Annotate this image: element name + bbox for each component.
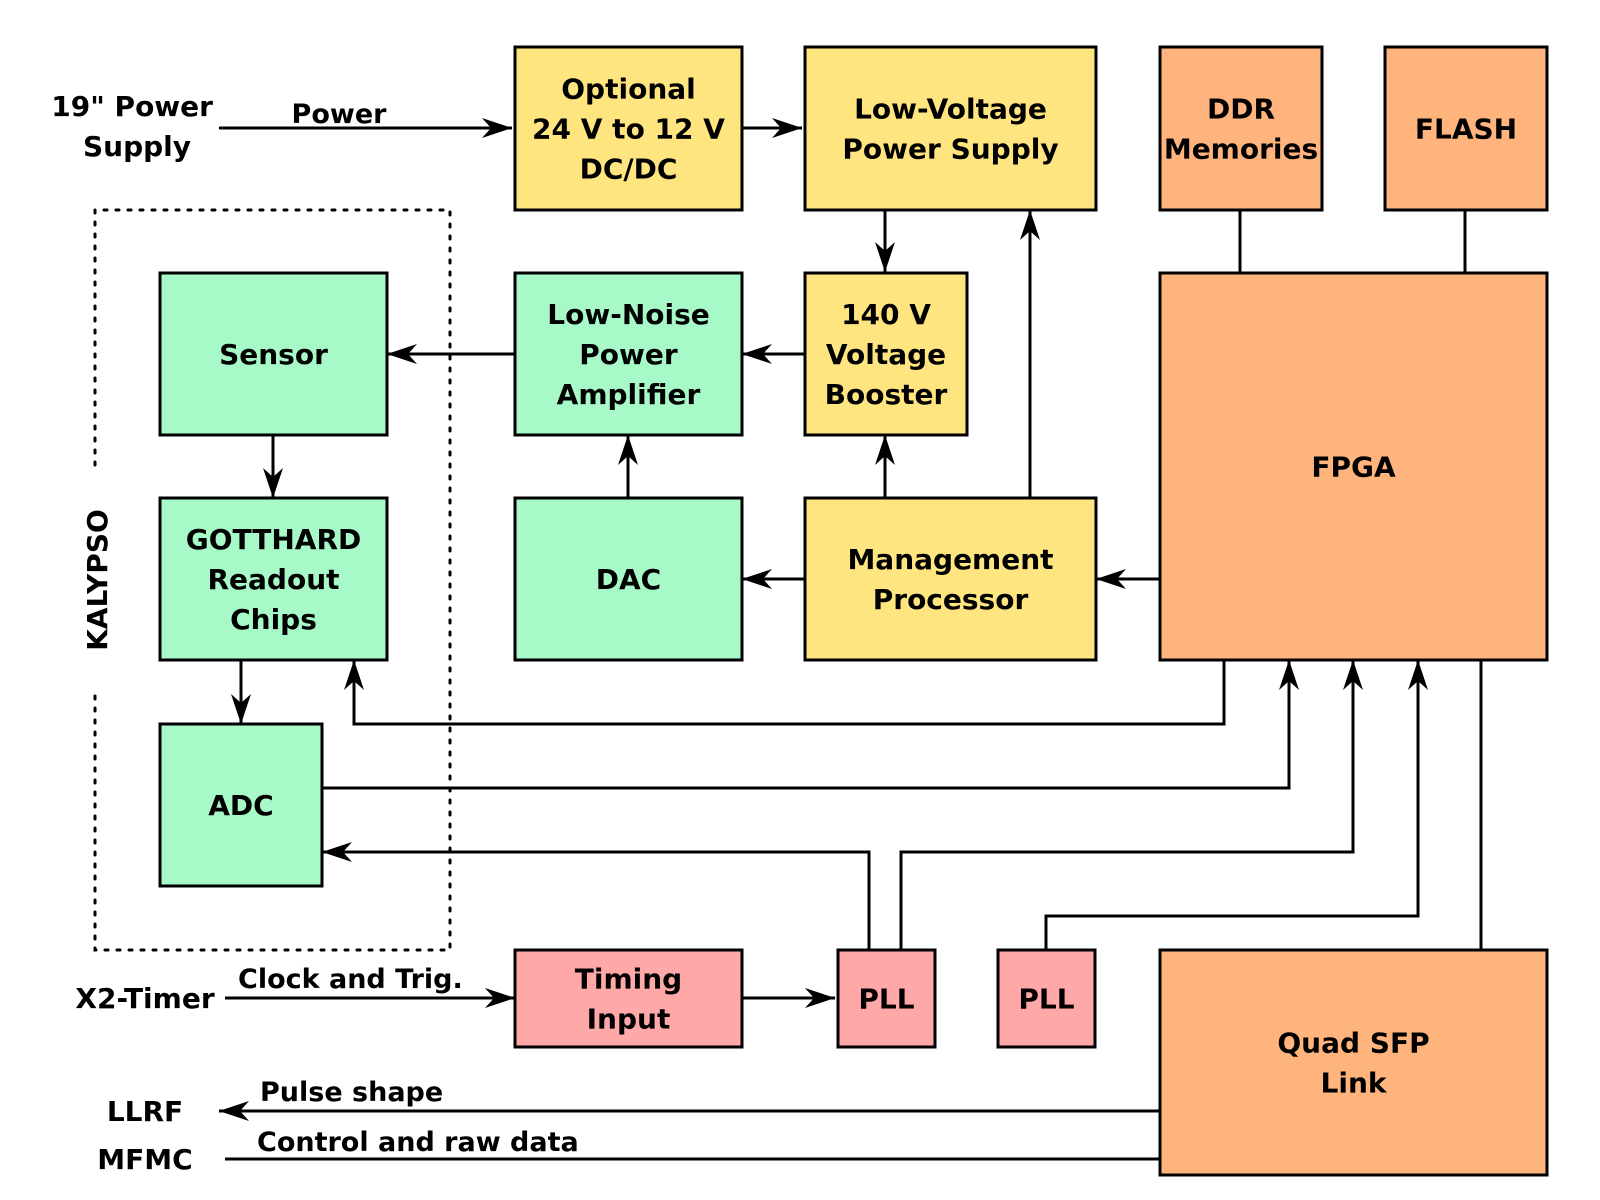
dcdc-converter-block-label-line: DC/DC	[580, 153, 678, 186]
voltage-booster-block-label-line: 140 V	[841, 298, 931, 331]
quad-sfp-link-block-box	[1158, 948, 1549, 1177]
llrf-label: LLRF	[107, 1095, 183, 1128]
ddr-memories-block-box	[1158, 45, 1324, 212]
gotthard-chips-block-box	[158, 496, 389, 662]
dcdc-converter-block: Optional 24 V to 12 V DC/DC	[513, 45, 744, 212]
dcdc-converter-block-label-line: Optional	[561, 73, 696, 106]
pll-block-1-label: PLL	[858, 983, 914, 1016]
low-noise-amplifier-block-label-line: Amplifier	[557, 378, 701, 411]
kalypso-label: KALYPSO	[81, 509, 114, 651]
flash-block-box	[1383, 45, 1549, 212]
pll-block-2-label: PLL	[1018, 983, 1074, 1016]
power-supply-line-1: 19" Power	[51, 90, 213, 123]
pll-to-fpga-wire	[899, 660, 1363, 950]
quad-sfp-link-block-label-line: Quad SFP	[1277, 1027, 1429, 1060]
quad-sfp-link-block: Quad SFP Link	[1158, 948, 1549, 1177]
quad-sfp-link-block-label: Quad SFP Link	[1277, 1027, 1429, 1100]
control-raw-signal-label: Control and raw data	[257, 1127, 579, 1158]
voltage-booster-block-label-line: Booster	[825, 378, 948, 411]
voltage-booster-block-label-line: Voltage	[826, 338, 946, 371]
dcdc-converter-block-label: Optional 24 V to 12 V DC/DC	[532, 73, 725, 186]
pll-block-2-box	[996, 948, 1097, 1049]
adc-block-label-line: ADC	[208, 789, 273, 822]
power-supply-label: 19" Power Supply	[51, 90, 222, 163]
ddr-memories-block-label: DDR Memories	[1164, 93, 1318, 166]
low-noise-amplifier-block-box	[513, 271, 744, 437]
ddr-memories-block: DDR Memories	[1158, 45, 1324, 212]
low-noise-amplifier-block-label-line: Low-Noise	[547, 298, 710, 331]
flash-block-label-line: FLASH	[1415, 113, 1517, 146]
flash-block: FLASH	[1383, 45, 1549, 212]
pll-block-1-label-line: PLL	[858, 983, 914, 1016]
gotthard-chips-block-label-line: GOTTHARD	[186, 523, 362, 556]
pulse-shape-signal-label: Pulse shape	[260, 1077, 443, 1108]
power-supply-line-2: Supply	[83, 130, 191, 163]
sensor-block-label-line: Sensor	[219, 338, 328, 371]
low-voltage-supply-block-box	[803, 45, 1098, 212]
ddr-memories-block-label-line: Memories	[1164, 133, 1318, 166]
mfmc-label: MFMC	[97, 1143, 192, 1176]
pll2-to-fpga-wire	[1044, 660, 1428, 950]
voltage-booster-block-box	[803, 271, 969, 437]
fpga-block-label-line: FPGA	[1311, 451, 1396, 484]
fpga-block-box	[1158, 271, 1549, 662]
fpga-block-label: FPGA	[1311, 451, 1396, 484]
dcdc-converter-block-label-line: 24 V to 12 V	[532, 113, 725, 146]
clock-trig-signal-label: Clock and Trig.	[238, 964, 463, 995]
low-voltage-supply-block-label-line: Power Supply	[842, 133, 1058, 166]
timing-input-block-label-line: Timing	[575, 963, 682, 996]
adc-to-fpga-wire	[322, 660, 1299, 790]
pll-block-1: PLL	[836, 948, 937, 1049]
low-noise-amplifier-block-label-line: Power	[579, 338, 678, 371]
fpga-to-gotthard-wire	[344, 660, 1226, 726]
management-processor-block-label-line: Processor	[873, 583, 1029, 616]
ddr-memories-block-label-line: DDR	[1207, 93, 1275, 126]
sensor-block-box	[158, 271, 389, 437]
adc-block: ADC	[158, 722, 324, 888]
sensor-block-label: Sensor	[219, 338, 328, 371]
sensor-block: Sensor	[158, 271, 389, 437]
dac-block-box	[513, 496, 744, 662]
fpga-block: FPGA	[1158, 271, 1549, 662]
dac-block: DAC	[513, 496, 744, 662]
connections	[219, 118, 1483, 1161]
management-processor-block-box	[803, 496, 1098, 662]
quad-sfp-link-block-label-line: Link	[1321, 1067, 1388, 1100]
adc-block-label: ADC	[208, 789, 273, 822]
pll-block-2: PLL	[996, 948, 1097, 1049]
timing-input-block-label-line: Input	[587, 1003, 671, 1036]
management-processor-block-label-line: Management	[847, 543, 1053, 576]
pll-block-2-label-line: PLL	[1018, 983, 1074, 1016]
x2-timer-label: X2-Timer	[75, 982, 214, 1015]
dcdc-converter-block-box	[513, 45, 744, 212]
gotthard-chips-block-label-line: Readout	[207, 563, 339, 596]
gotthard-chips-block-label-line: Chips	[230, 603, 317, 636]
power-signal-label: Power	[292, 99, 388, 130]
pll-block-1-box	[836, 948, 937, 1049]
flash-block-label: FLASH	[1415, 113, 1517, 146]
low-voltage-supply-block-label-line: Low-Voltage	[854, 93, 1047, 126]
dac-block-label-line: DAC	[596, 563, 661, 596]
timing-input-block-box	[513, 948, 744, 1049]
pll-to-adc-wire	[322, 842, 871, 950]
adc-block-box	[158, 722, 324, 888]
dac-block-label: DAC	[596, 563, 661, 596]
